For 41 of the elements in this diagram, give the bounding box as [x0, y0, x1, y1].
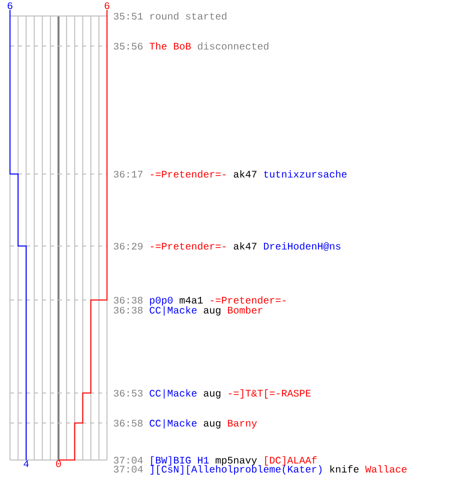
event-text: round started	[150, 12, 226, 20]
weapon-name: aug	[204, 421, 220, 429]
timestamp: 36:38	[114, 306, 143, 314]
player-name: Barny	[228, 420, 257, 429]
weapon-name: knife	[330, 465, 359, 473]
player-name: ][CsN][Alleholprobleme(Kater)	[150, 465, 322, 475]
timestamp: 36:29	[114, 242, 142, 250]
weapon-name: m4a1	[180, 296, 203, 304]
timestamp: 37:04	[114, 466, 143, 473]
event-text: disconnected	[198, 42, 268, 50]
timestamp: 36:53	[114, 390, 143, 397]
weapon-name: aug	[204, 391, 220, 399]
weapon-name: mp5navy	[216, 456, 257, 466]
player-name: -=Pretender=-	[150, 242, 226, 250]
player-name: Bomber	[228, 306, 262, 314]
timestamp: 36:58	[114, 420, 143, 427]
weapon-name: ak47	[234, 242, 256, 250]
player-name: -=Pretender=-	[150, 170, 226, 178]
player-name: -=Pretender=-	[210, 296, 286, 304]
count-number: 6	[104, 2, 110, 10]
player-name: tutnixzursache	[264, 170, 347, 178]
player-name: [BW]BIG H1	[151, 456, 209, 466]
player-name: p0p0	[150, 296, 173, 306]
weapon-name: aug	[204, 308, 220, 316]
timestamp: 35:51	[114, 12, 143, 20]
timestamp: 36:17	[114, 170, 142, 178]
player-name: -=]T&T[=-RASPE	[228, 389, 311, 399]
weapon-name: ak47	[234, 170, 256, 178]
count-number: 6	[8, 2, 12, 10]
player-name: CC|Macke	[150, 306, 197, 316]
player-name: [DC]ALAAf	[265, 456, 317, 466]
player-name: DreiHodenH@ns	[264, 242, 340, 251]
timestamp: 37:04	[114, 456, 143, 464]
count-number: 0	[56, 460, 61, 468]
player-name: CC|Macke	[150, 389, 197, 399]
player-name: Wallace	[365, 465, 407, 473]
player-name: CC|Macke	[150, 419, 197, 429]
player-name: The BoB	[150, 42, 191, 50]
timestamp: 36:38	[114, 296, 143, 304]
count-number: 4	[24, 460, 29, 467]
timestamp: 35:56	[114, 42, 143, 50]
